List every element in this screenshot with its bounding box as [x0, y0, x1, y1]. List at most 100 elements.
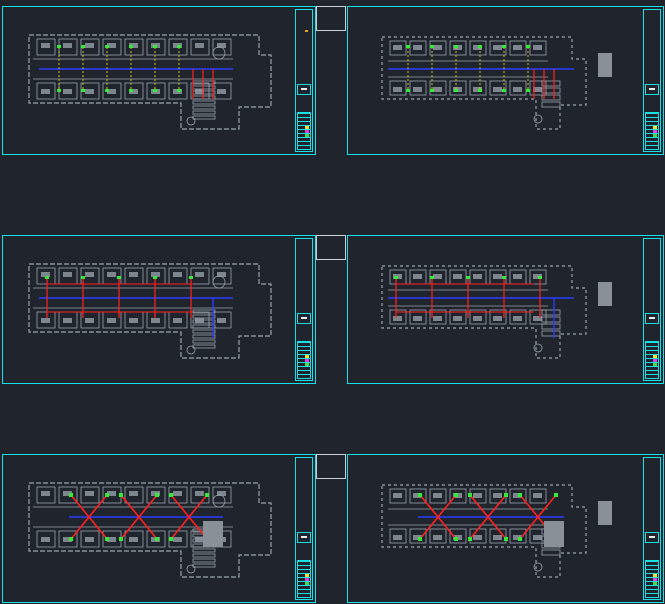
desk — [473, 535, 482, 540]
desk — [393, 493, 402, 498]
return-pipe — [188, 494, 208, 518]
room — [212, 486, 232, 504]
sheet-tab[interactable] — [316, 454, 346, 479]
diffuser-icon — [105, 493, 109, 497]
diffuser-icon — [119, 493, 123, 497]
desk — [493, 316, 502, 321]
desk — [493, 535, 502, 540]
stair-tread — [192, 85, 216, 90]
diffuser-icon — [119, 537, 123, 541]
room — [449, 528, 467, 544]
room — [58, 530, 78, 548]
room — [409, 528, 427, 544]
drawing-sheet[interactable] — [347, 6, 664, 155]
diffuser-icon — [177, 89, 181, 92]
drawing-sheet[interactable] — [347, 454, 664, 603]
legend-swatch — [653, 363, 657, 366]
diffuser-icon — [418, 493, 422, 497]
desk — [129, 491, 138, 496]
diffuser-icon — [169, 537, 173, 541]
title-table — [645, 341, 659, 379]
desk — [63, 89, 72, 94]
stair-tread — [192, 563, 216, 568]
door-swing-icon — [533, 114, 543, 124]
stair-tread — [541, 549, 561, 556]
return-pipe — [120, 494, 140, 518]
diffuser-icon — [81, 89, 85, 92]
room — [36, 38, 56, 56]
title-block — [295, 457, 313, 600]
diffuser-icon — [177, 45, 181, 48]
room — [80, 486, 100, 504]
desk — [393, 45, 402, 50]
diffuser-icon — [189, 276, 193, 279]
logo-icon — [297, 84, 311, 95]
title-table — [297, 560, 311, 598]
desk — [533, 45, 542, 50]
room — [168, 38, 188, 56]
return-pipe — [170, 516, 190, 540]
diffuser-icon — [105, 537, 109, 541]
desk — [195, 537, 204, 542]
desk — [41, 43, 50, 48]
desk — [107, 318, 116, 323]
title-block — [295, 238, 313, 381]
equipment-block — [203, 521, 223, 547]
room — [509, 528, 527, 544]
desk — [513, 87, 522, 92]
desk — [533, 493, 542, 498]
desk — [433, 535, 442, 540]
door-swing-icon — [533, 562, 543, 572]
title-table — [645, 560, 659, 598]
desk — [85, 537, 94, 542]
desk — [41, 272, 50, 277]
desk — [217, 89, 226, 94]
legend-swatch — [653, 359, 657, 362]
diffuser-icon — [538, 276, 542, 279]
desk — [85, 43, 94, 48]
drawing-sheet[interactable] — [2, 6, 316, 155]
floor-plan — [28, 482, 272, 578]
drawing-sheet[interactable] — [2, 235, 316, 384]
desk — [41, 537, 50, 542]
room — [146, 530, 166, 548]
desk — [473, 316, 482, 321]
desk — [217, 491, 226, 496]
return-pipe — [487, 494, 507, 518]
desk — [63, 272, 72, 277]
drawing-sheet[interactable] — [347, 235, 664, 384]
desk — [433, 87, 442, 92]
diffuser-icon — [169, 493, 173, 497]
desk — [453, 316, 462, 321]
room — [146, 82, 166, 100]
room — [529, 488, 547, 504]
sheet-tab[interactable] — [316, 235, 346, 260]
room — [389, 488, 407, 504]
room — [212, 267, 232, 285]
diffuser-icon — [518, 537, 522, 541]
sheet-tab[interactable] — [316, 6, 346, 31]
desk — [493, 45, 502, 50]
room — [429, 528, 447, 544]
return-pipe — [419, 516, 439, 540]
diffuser-icon — [502, 276, 506, 279]
drawing-sheet[interactable] — [2, 454, 316, 603]
return-pipe — [138, 494, 158, 518]
desk — [173, 491, 182, 496]
diffuser-icon — [153, 45, 157, 48]
diffuser-icon — [45, 276, 49, 279]
return-pipe — [437, 494, 457, 518]
room — [409, 80, 427, 96]
desk — [493, 493, 502, 498]
desk — [533, 316, 542, 321]
diffuser-icon — [69, 493, 73, 497]
floor-plan — [28, 34, 272, 130]
desk — [41, 318, 50, 323]
desk — [433, 274, 442, 279]
legend-swatch — [305, 582, 309, 585]
desk — [63, 537, 72, 542]
diffuser-icon — [468, 537, 472, 541]
diffuser-icon — [406, 45, 410, 48]
desk — [513, 274, 522, 279]
stair-tread — [192, 100, 216, 105]
